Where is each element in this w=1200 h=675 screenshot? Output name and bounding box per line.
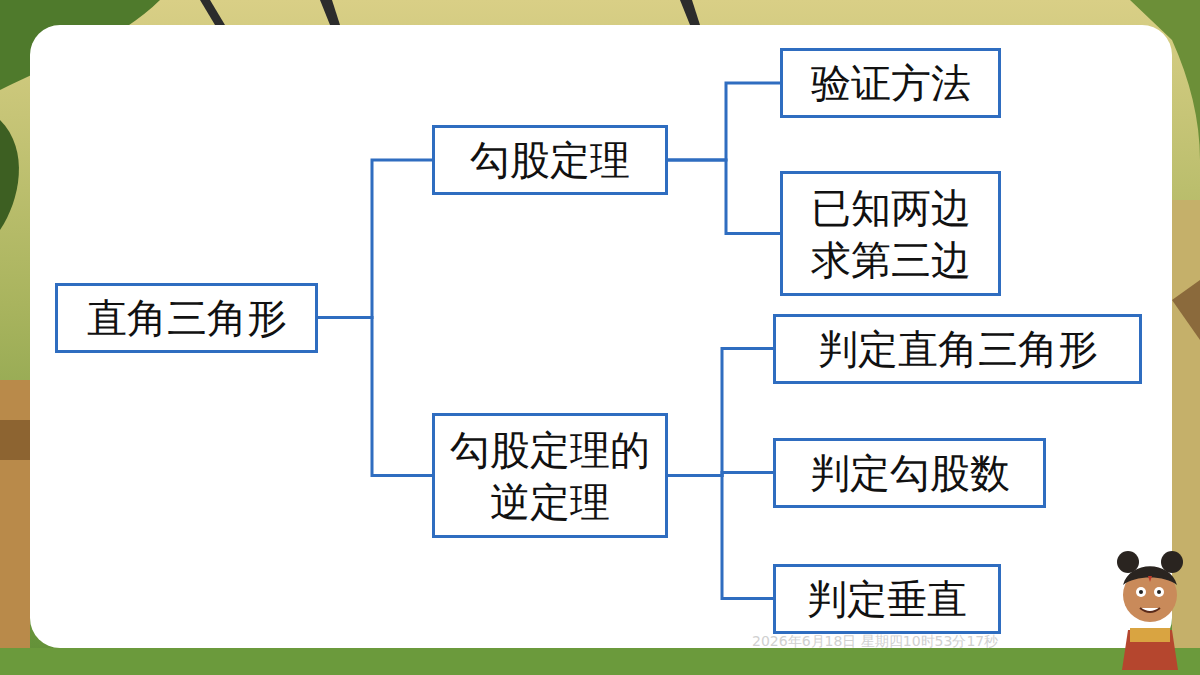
box-label: 已知两边求第三边 <box>795 182 986 286</box>
mind-map-box: 判定勾股数 <box>773 438 1046 508</box>
box-label: 验证方法 <box>811 57 971 109</box>
mind-map-box: 勾股定理的逆定理 <box>432 413 668 538</box>
mind-map-box: 判定直角三角形 <box>773 314 1142 384</box>
connector-line <box>318 160 432 318</box>
mind-map-box: 勾股定理 <box>432 125 668 195</box>
mind-map-box: 验证方法 <box>780 48 1001 118</box>
box-label: 直角三角形 <box>87 292 287 344</box>
connector-line <box>318 318 432 476</box>
mind-map-box: 已知两边求第三边 <box>780 171 1001 296</box>
connector-line <box>668 476 773 599</box>
connector-line <box>668 83 780 160</box>
connector-line <box>668 349 773 476</box>
connector-line <box>668 160 780 234</box>
box-label: 判定勾股数 <box>810 447 1010 499</box>
box-label: 勾股定理 <box>470 134 630 186</box>
connector-line <box>668 473 773 476</box>
box-label: 判定垂直 <box>807 573 967 625</box>
watermark-text: 2026年6月18日 星期四10时53分17秒 <box>752 633 998 651</box>
box-label: 勾股定理的逆定理 <box>447 424 653 528</box>
mind-map-box: 判定垂直 <box>773 564 1001 634</box>
box-label: 判定直角三角形 <box>818 323 1098 375</box>
mind-map-box: 直角三角形 <box>55 283 318 353</box>
